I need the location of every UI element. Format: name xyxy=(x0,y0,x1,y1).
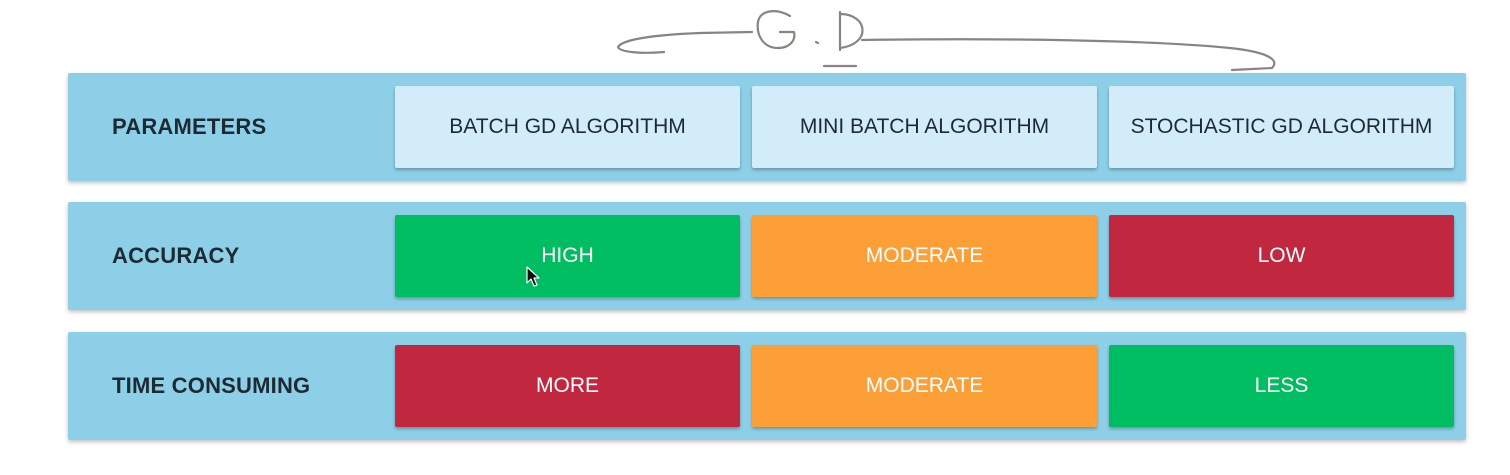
time-stochastic-gd-cell: LESS xyxy=(1109,345,1454,427)
time-batch-gd-cell: MORE xyxy=(395,345,740,427)
accuracy-stochastic-gd-cell: LOW xyxy=(1109,215,1454,297)
accuracy-label: ACCURACY xyxy=(112,243,240,268)
column-header-stochastic-gd: STOCHASTIC GD ALGORITHM xyxy=(1109,86,1454,168)
header-row: PARAMETERS BATCH GD ALGORITHM MINI BATCH… xyxy=(68,73,1466,181)
accuracy-batch-gd-cell: HIGH xyxy=(395,215,740,297)
accuracy-mini-batch-cell: MODERATE xyxy=(752,215,1097,297)
mouse-cursor-icon xyxy=(526,266,540,287)
column-header-mini-batch: MINI BATCH ALGORITHM xyxy=(752,86,1097,168)
column-header-batch-gd: BATCH GD ALGORITHM xyxy=(395,86,740,168)
time-mini-batch-cell: MODERATE xyxy=(752,345,1097,427)
time-consuming-label: TIME CONSUMING xyxy=(112,373,311,398)
parameters-label: PARAMETERS xyxy=(112,114,267,139)
accuracy-row: ACCURACY HIGH MODERATE LOW xyxy=(68,202,1466,310)
time-consuming-row: TIME CONSUMING MORE MODERATE LESS xyxy=(68,332,1466,440)
